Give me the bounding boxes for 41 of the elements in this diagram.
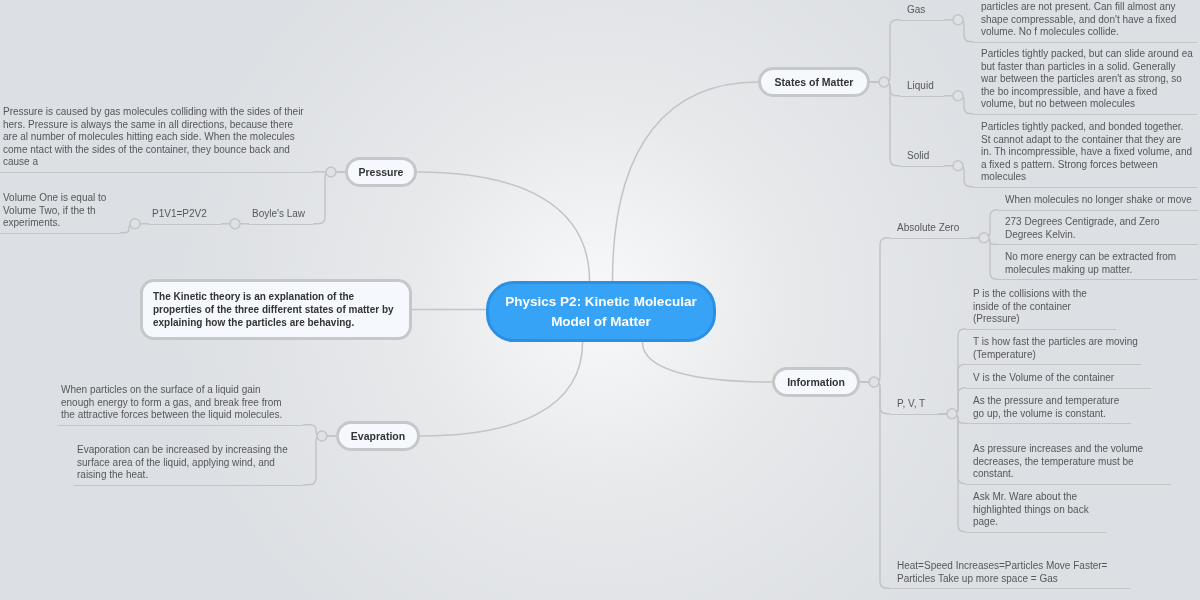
branch-topic: Heat=Speed Increases=Particles Move Faster= Particles Take up more space = Gas xyxy=(890,560,1130,589)
branch-topic: Particles tightly packed, but can slide around ea but faster than particles in a solid. Generally war between the particles aren't as strong, so the bo incompressible, and have a fixed volume, but no between molecules xyxy=(974,48,1197,115)
connector-line xyxy=(416,171,591,282)
connector-line xyxy=(943,165,975,188)
branch-topic: Volume One is equal to Volume Two, if the th experiments. xyxy=(0,192,120,234)
branch-topic: 273 Degrees Centigrade, and Zero Degrees Kelvin. xyxy=(998,216,1198,245)
branch-topic: Boyle's Law xyxy=(249,208,313,225)
branch-topic: P, V, T xyxy=(890,398,938,415)
branch-topic: Pressure is caused by gas molecules colliding with the sides of their hers. Pressure is always the same in all directions, because there are al number of molecules hitting each side. When the molecules come ntact with the sides of the container, they bounce back and cause a xyxy=(0,106,313,173)
branch-topic: As pressure increases and the volume decreases, the temperature must be constant. xyxy=(966,443,1171,485)
branch-topic: Ask Mr. Ware about the highlighted things on back page. xyxy=(966,491,1106,533)
connector-line xyxy=(302,435,337,486)
branch-topic: Absolute Zero xyxy=(890,222,970,239)
branch-topic: Liquid xyxy=(900,80,944,97)
connector-line xyxy=(312,171,346,225)
central-topic: Physics P2: Kinetic Molecular Model of Matter xyxy=(486,281,716,342)
note-box: The Kinetic theory is an explanation of the properties of the three different states of matter by explaining how the particles are behaving. xyxy=(140,279,412,340)
connector-line xyxy=(611,81,759,282)
topic-box: States of Matter xyxy=(758,67,870,97)
connector-line xyxy=(641,341,773,383)
branch-topic: When particles on the surface of a liquid gain enough energy to form a gas, and break free from the attractive forces between the liquid molecules. xyxy=(58,384,303,426)
branch-topic: T is how fast the particles are moving (Temperature) xyxy=(966,336,1141,365)
branch-topic: Evaporation can be increased by increasing the surface area of the liquid, applying wind, and raising the heat. xyxy=(74,444,303,486)
branch-topic: As the pressure and temperature go up, the volume is constant. xyxy=(966,395,1131,424)
connector-line xyxy=(119,223,150,234)
connector-line xyxy=(419,341,584,437)
topic-box: Information xyxy=(772,367,860,397)
branch-topic: P1V1=P2V2 xyxy=(149,208,221,225)
connector-line xyxy=(943,95,975,115)
branch-topic: particles are not present. Can fill almost any shape compressable, and don't have a fixed volume. No f molecules collide. xyxy=(974,1,1197,43)
topic-box: Evapration xyxy=(336,421,420,451)
connector-line xyxy=(411,308,487,311)
branch-topic: No more energy can be extracted from molecules making up matter. xyxy=(998,251,1198,280)
branch-topic: Solid xyxy=(900,150,944,167)
branch-topic: Particles tightly packed, and bonded together. St cannot adapt to the container that they are in. Th incompressible, have a fixed volume, and a fixed s pattern. Strong forces between molecules xyxy=(974,121,1197,188)
connector-line xyxy=(943,19,975,43)
branch-topic: P is the collisions with the inside of the container (Pressure) xyxy=(966,288,1116,330)
branch-topic: When molecules no longer shake or move xyxy=(998,194,1198,211)
branch-topic: Gas xyxy=(900,4,944,21)
branch-topic: V is the Volume of the container xyxy=(966,372,1151,389)
topic-box: Pressure xyxy=(345,157,417,187)
